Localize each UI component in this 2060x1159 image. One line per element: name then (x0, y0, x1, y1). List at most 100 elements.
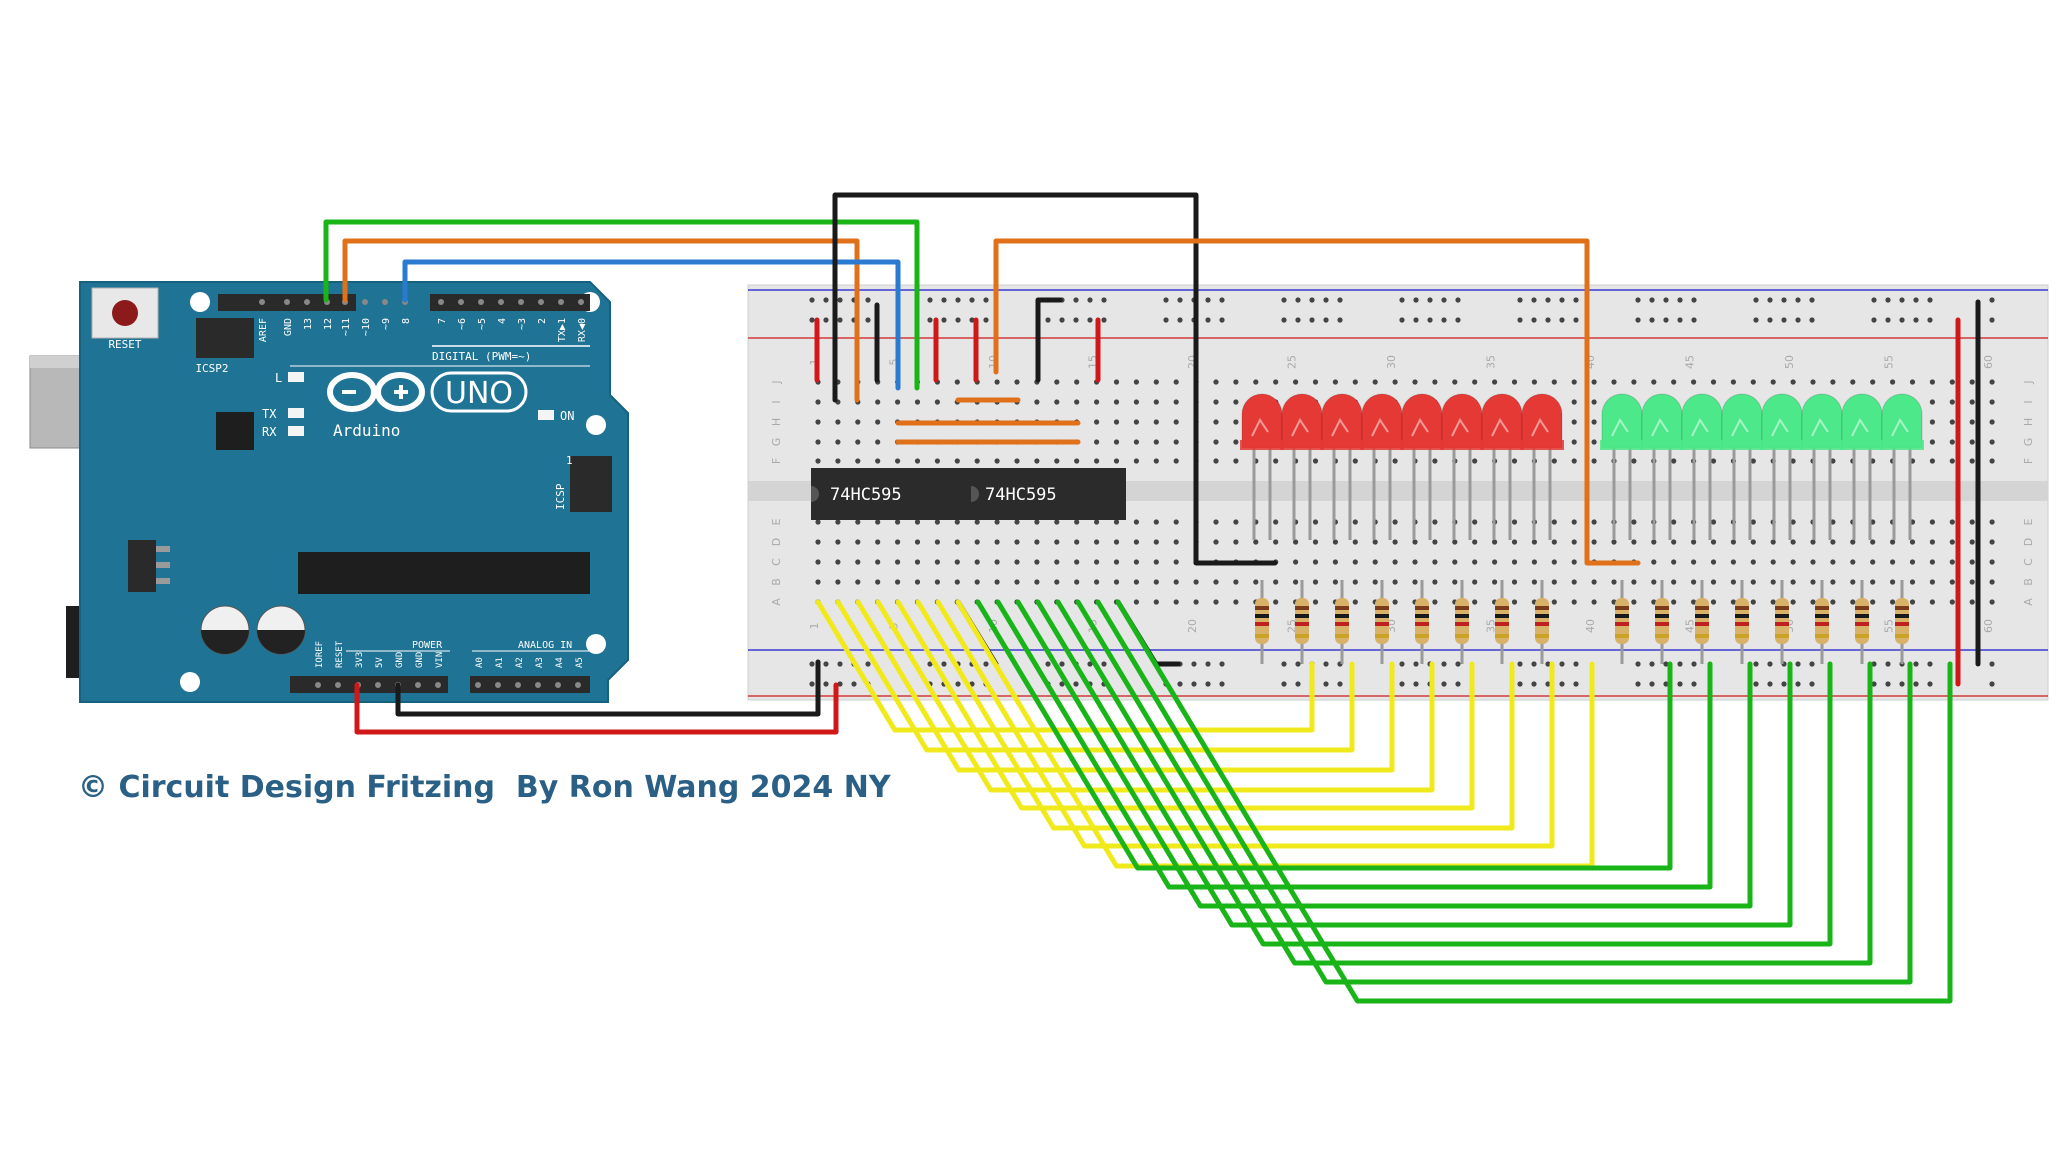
breadboard-hole (1492, 579, 1498, 585)
rail-hole (1087, 317, 1093, 323)
breadboard-hole (1969, 539, 1975, 545)
column-number: 30 (1385, 355, 1398, 369)
red-led (1400, 393, 1444, 540)
breadboard-hole (1312, 519, 1319, 525)
red-led (1520, 393, 1564, 540)
rail-hole (1219, 681, 1225, 687)
resistor (1335, 580, 1349, 664)
breadboard-hole (1870, 539, 1876, 545)
breadboard-hole (1969, 599, 1975, 605)
breadboard-hole (835, 559, 841, 565)
breadboard-hole (1830, 458, 1836, 464)
breadboard-hole (1830, 539, 1836, 545)
breadboard-hole (1830, 379, 1836, 385)
rail-hole (1441, 661, 1447, 667)
rail-hole (1073, 317, 1079, 323)
breadboard-hole (815, 458, 821, 464)
rail-hole (1677, 297, 1683, 303)
breadboard-hole (1870, 579, 1876, 585)
resistor (1535, 580, 1549, 664)
breadboard-hole (1233, 539, 1239, 545)
copyright-caption: © Circuit Design Fritzing By Ron Wang 20… (78, 770, 891, 805)
breadboard-hole (1472, 458, 1478, 464)
breadboard-hole (1233, 599, 1239, 605)
header-pin (535, 682, 541, 688)
breadboard-hole (855, 579, 861, 585)
breadboard-hole (1969, 559, 1975, 565)
breadboard-hole (1472, 519, 1478, 525)
breadboard-hole (1392, 579, 1398, 585)
breadboard-hole (1173, 439, 1179, 445)
breadboard-hole (1173, 539, 1179, 545)
breadboard-hole (1153, 579, 1159, 585)
breadboard-hole (1372, 539, 1378, 545)
breadboard-hole (994, 559, 1000, 565)
rail-hole (1073, 297, 1079, 303)
breadboard-hole (1074, 539, 1080, 545)
rail-hole (1281, 661, 1287, 667)
rail-hole (809, 661, 815, 667)
breadboard-hole (994, 579, 1000, 585)
breadboard-hole (1671, 379, 1677, 385)
breadboard-hole (1671, 458, 1677, 464)
rail-hole (1163, 317, 1169, 323)
breadboard-hole (1989, 439, 1995, 445)
breadboard-hole (1810, 559, 1816, 565)
rail-hole (1309, 297, 1315, 303)
rail-hole (1559, 297, 1565, 303)
power-pin-label: RESET (335, 640, 345, 668)
wire-gnd-bottom (395, 659, 821, 717)
breadboard-hole (1133, 559, 1139, 565)
breadboard-hole (1352, 559, 1358, 565)
breadboard-hole (1412, 539, 1418, 545)
rail-hole (1177, 681, 1183, 687)
rail-hole (1205, 297, 1211, 303)
rail-hole (1531, 297, 1537, 303)
breadboard-hole (855, 559, 861, 565)
rail-hole (1323, 317, 1329, 323)
breadboard-hole (1392, 379, 1398, 385)
regulator-pin (156, 546, 170, 552)
rail-hole (1517, 681, 1523, 687)
breadboard-hole (1850, 559, 1856, 565)
breadboard-hole (875, 559, 881, 565)
rail-hole (823, 297, 829, 303)
breadboard-hole (1472, 579, 1478, 585)
rail-hole (1635, 661, 1641, 667)
breadboard-hole (1034, 539, 1040, 545)
rail-hole (1781, 681, 1787, 687)
breadboard-hole (1571, 539, 1577, 545)
breadboard-hole (1770, 559, 1776, 565)
row-letter: G (2022, 438, 2035, 447)
rail-hole (823, 681, 829, 687)
breadboard-hole (1909, 599, 1916, 605)
breadboard-hole (1233, 379, 1239, 385)
rail-hole (927, 317, 933, 323)
rail-hole (1899, 317, 1905, 323)
rail-hole (1635, 317, 1641, 323)
breadboard-hole (1432, 519, 1438, 525)
breadboard-hole (1452, 579, 1458, 585)
breadboard-hole (1153, 399, 1159, 405)
breadboard-hole (1651, 559, 1657, 565)
breadboard-hole (1949, 539, 1955, 545)
breadboard-hole (855, 439, 861, 445)
breadboard-hole (1153, 599, 1159, 605)
rail-hole (1441, 297, 1447, 303)
breadboard-hole (914, 539, 921, 545)
breadboard-hole (1710, 539, 1717, 545)
breadboard-hole (1312, 379, 1319, 385)
rail-hole (1441, 681, 1447, 687)
rail-hole (983, 297, 989, 303)
breadboard-hole (1153, 439, 1159, 445)
breadboard-hole (1929, 379, 1935, 385)
breadboard-hole (1213, 439, 1219, 445)
breadboard-hole (1094, 539, 1100, 545)
rail-hole (1517, 297, 1523, 303)
breadboard-hole (1909, 559, 1916, 565)
breadboard-hole (1312, 599, 1319, 605)
wire-green-to-green-led (1075, 599, 1873, 966)
breadboard-hole (1890, 579, 1896, 585)
breadboard-hole (1511, 379, 1518, 385)
breadboard-hole (1551, 458, 1557, 464)
